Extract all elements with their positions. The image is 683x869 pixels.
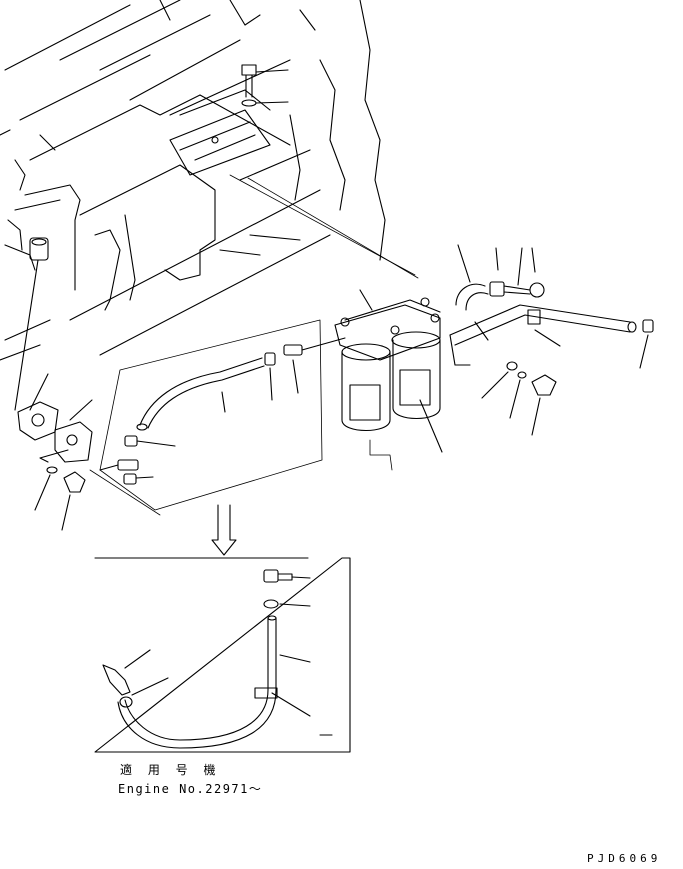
hose-kit-callout [89,319,323,516]
engine-block [0,0,386,361]
filter-cartridge-left [341,343,391,431]
gasket [17,373,59,441]
hose-nut [264,352,276,401]
leader-cartridges [369,439,393,471]
drawing-code: PJD6069 [587,852,662,865]
inset-hose [117,615,311,749]
serial-range: Engine No.22971～ [118,782,263,796]
hose-fittings [99,435,176,485]
bracket-bolt [241,64,289,107]
filter-connector [283,337,346,394]
filter-head [334,289,441,361]
leader-bracket-2 [229,174,416,276]
inset-fittings [102,569,333,736]
block-elbow [14,237,49,411]
inset-box [94,557,351,753]
flange-adapter [54,399,93,463]
banjo-bolt [489,247,545,298]
elbow-pipe [449,244,489,366]
serial-title: 適 用 号 機 [120,763,222,777]
inset-arrow [211,504,237,556]
pipe-clamp-bolt [481,361,557,436]
return-pipe [449,304,637,347]
oil-hose [136,357,265,431]
pipe-end-clip [639,319,654,369]
flange-bolt [34,449,86,531]
filter-cartridge-right [391,331,443,453]
